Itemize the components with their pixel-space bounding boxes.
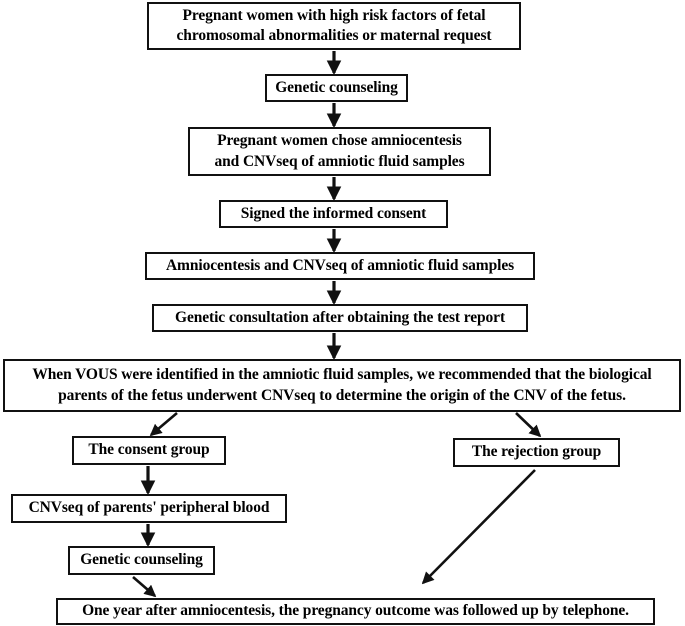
node-chose-amniocentesis-line-2: and CNVseq of amniotic fluid samples xyxy=(214,152,465,170)
node-rejection-group: The rejection group xyxy=(453,438,620,467)
node-signed-consent-label: Signed the informed consent xyxy=(240,204,427,222)
edge-vous-to-consent-group xyxy=(149,412,178,437)
node-genetic-counseling-1: Genetic counseling xyxy=(265,74,408,102)
node-rejection-group-label: The rejection group xyxy=(471,443,602,461)
edge-vous-to-rejection-group xyxy=(515,412,542,438)
node-amniocentesis-cnvseq: Amniocentesis and CNVseq of amniotic flu… xyxy=(145,252,535,280)
node-amniocentesis-cnvseq-label: Amniocentesis and CNVseq of amniotic flu… xyxy=(165,256,515,274)
node-consent-group-label: The consent group xyxy=(88,441,210,459)
edge-rejection-group-to-outcome xyxy=(421,469,536,585)
node-parents-peripheral-blood-label: CNVseq of parents' peripheral blood xyxy=(28,499,270,517)
node-consultation-after-report: Genetic consultation after obtaining the… xyxy=(152,304,528,332)
node-signed-consent: Signed the informed consent xyxy=(219,200,448,228)
node-start-line-1: Pregnant women with high risk factors of… xyxy=(182,6,486,24)
node-outcome-followup: One year after amniocentesis, the pregna… xyxy=(56,598,655,625)
node-genetic-counseling-2: Genetic counseling xyxy=(68,546,215,575)
node-start: Pregnant women with high risk factors of… xyxy=(147,2,521,50)
node-start-line-2: chromosomal abnormalities or maternal re… xyxy=(176,27,492,44)
node-genetic-counseling-1-label: Genetic counseling xyxy=(275,78,398,96)
node-outcome-followup-label: One year after amniocentesis, the pregna… xyxy=(82,602,629,620)
edge-genetic-counseling-2-to-outcome xyxy=(132,576,157,598)
node-consultation-after-report-label: Genetic consultation after obtaining the… xyxy=(174,308,506,326)
node-chose-amniocentesis: Pregnant women chose amniocentesis and C… xyxy=(188,127,491,176)
node-parents-peripheral-blood: CNVseq of parents' peripheral blood xyxy=(11,494,287,523)
node-genetic-counseling-2-label: Genetic counseling xyxy=(80,551,203,569)
node-vous-recommendation-line-2: parents of the fetus underwent CNVseq to… xyxy=(58,386,626,404)
node-chose-amniocentesis-line-1: Pregnant women chose amniocentesis xyxy=(217,132,462,150)
node-consent-group: The consent group xyxy=(72,436,226,465)
node-vous-recommendation: When VOUS were identified in the amnioti… xyxy=(3,359,681,412)
node-vous-recommendation-line-1: When VOUS were identified in the amnioti… xyxy=(32,366,652,384)
